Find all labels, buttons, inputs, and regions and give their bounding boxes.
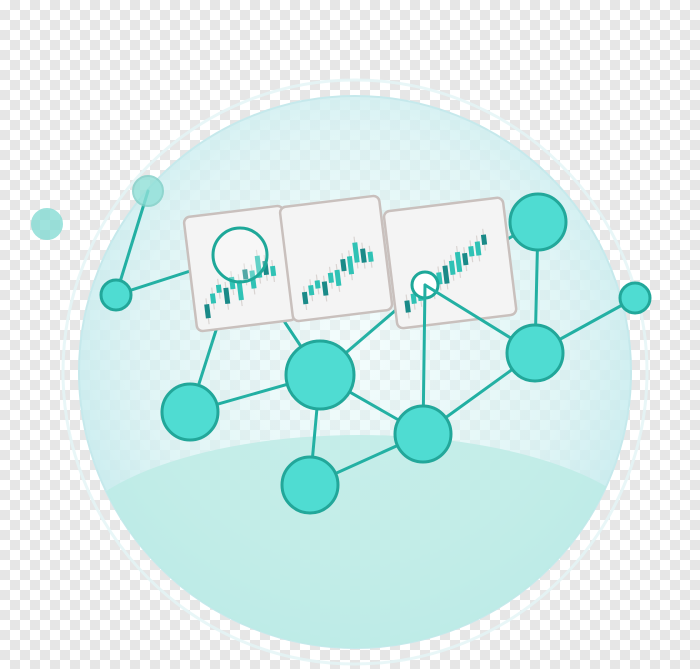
candle-body xyxy=(468,246,475,257)
candle-body xyxy=(334,269,342,287)
candle-body xyxy=(480,234,488,245)
candlestick-bars xyxy=(301,236,374,311)
candlestick-card-3 xyxy=(382,196,518,330)
candle-body xyxy=(215,284,222,294)
node-small-right xyxy=(618,281,652,315)
candle-body xyxy=(314,280,321,289)
outer-ring xyxy=(61,78,649,666)
candle-body xyxy=(301,291,309,305)
candle-body xyxy=(236,279,244,301)
node-bottom xyxy=(280,455,340,515)
candlestick-card-2 xyxy=(278,194,394,323)
candle-body xyxy=(410,293,417,304)
candlestick-bars xyxy=(204,249,277,325)
candle-body xyxy=(352,242,360,263)
node-left xyxy=(160,382,220,442)
candle-body xyxy=(209,293,217,304)
node-faded-left xyxy=(31,208,63,240)
candle-body xyxy=(448,260,456,276)
node-right xyxy=(505,323,565,383)
candle-body xyxy=(367,251,374,263)
candle-body xyxy=(462,252,469,266)
candle-body xyxy=(346,256,355,275)
candle-body xyxy=(442,265,450,284)
sphere-ground xyxy=(79,435,631,648)
candle-body xyxy=(321,281,329,296)
candle-body xyxy=(242,269,249,280)
node-small-left xyxy=(99,278,133,312)
candle-body xyxy=(360,248,367,263)
candle-body xyxy=(270,265,277,277)
node-top-right xyxy=(508,192,568,252)
node-center xyxy=(284,339,356,411)
node-lower-right xyxy=(393,404,453,464)
candle-body xyxy=(340,258,347,272)
candle-body xyxy=(204,304,211,319)
candle-body xyxy=(454,251,463,273)
highlight-ring-large xyxy=(211,226,269,284)
candle-body xyxy=(223,287,231,305)
node-faded-top xyxy=(132,175,164,207)
candle-body xyxy=(327,272,334,284)
candle-body xyxy=(308,284,315,296)
candle-body xyxy=(474,241,482,256)
candle-body xyxy=(404,300,411,313)
nodes xyxy=(31,175,652,515)
